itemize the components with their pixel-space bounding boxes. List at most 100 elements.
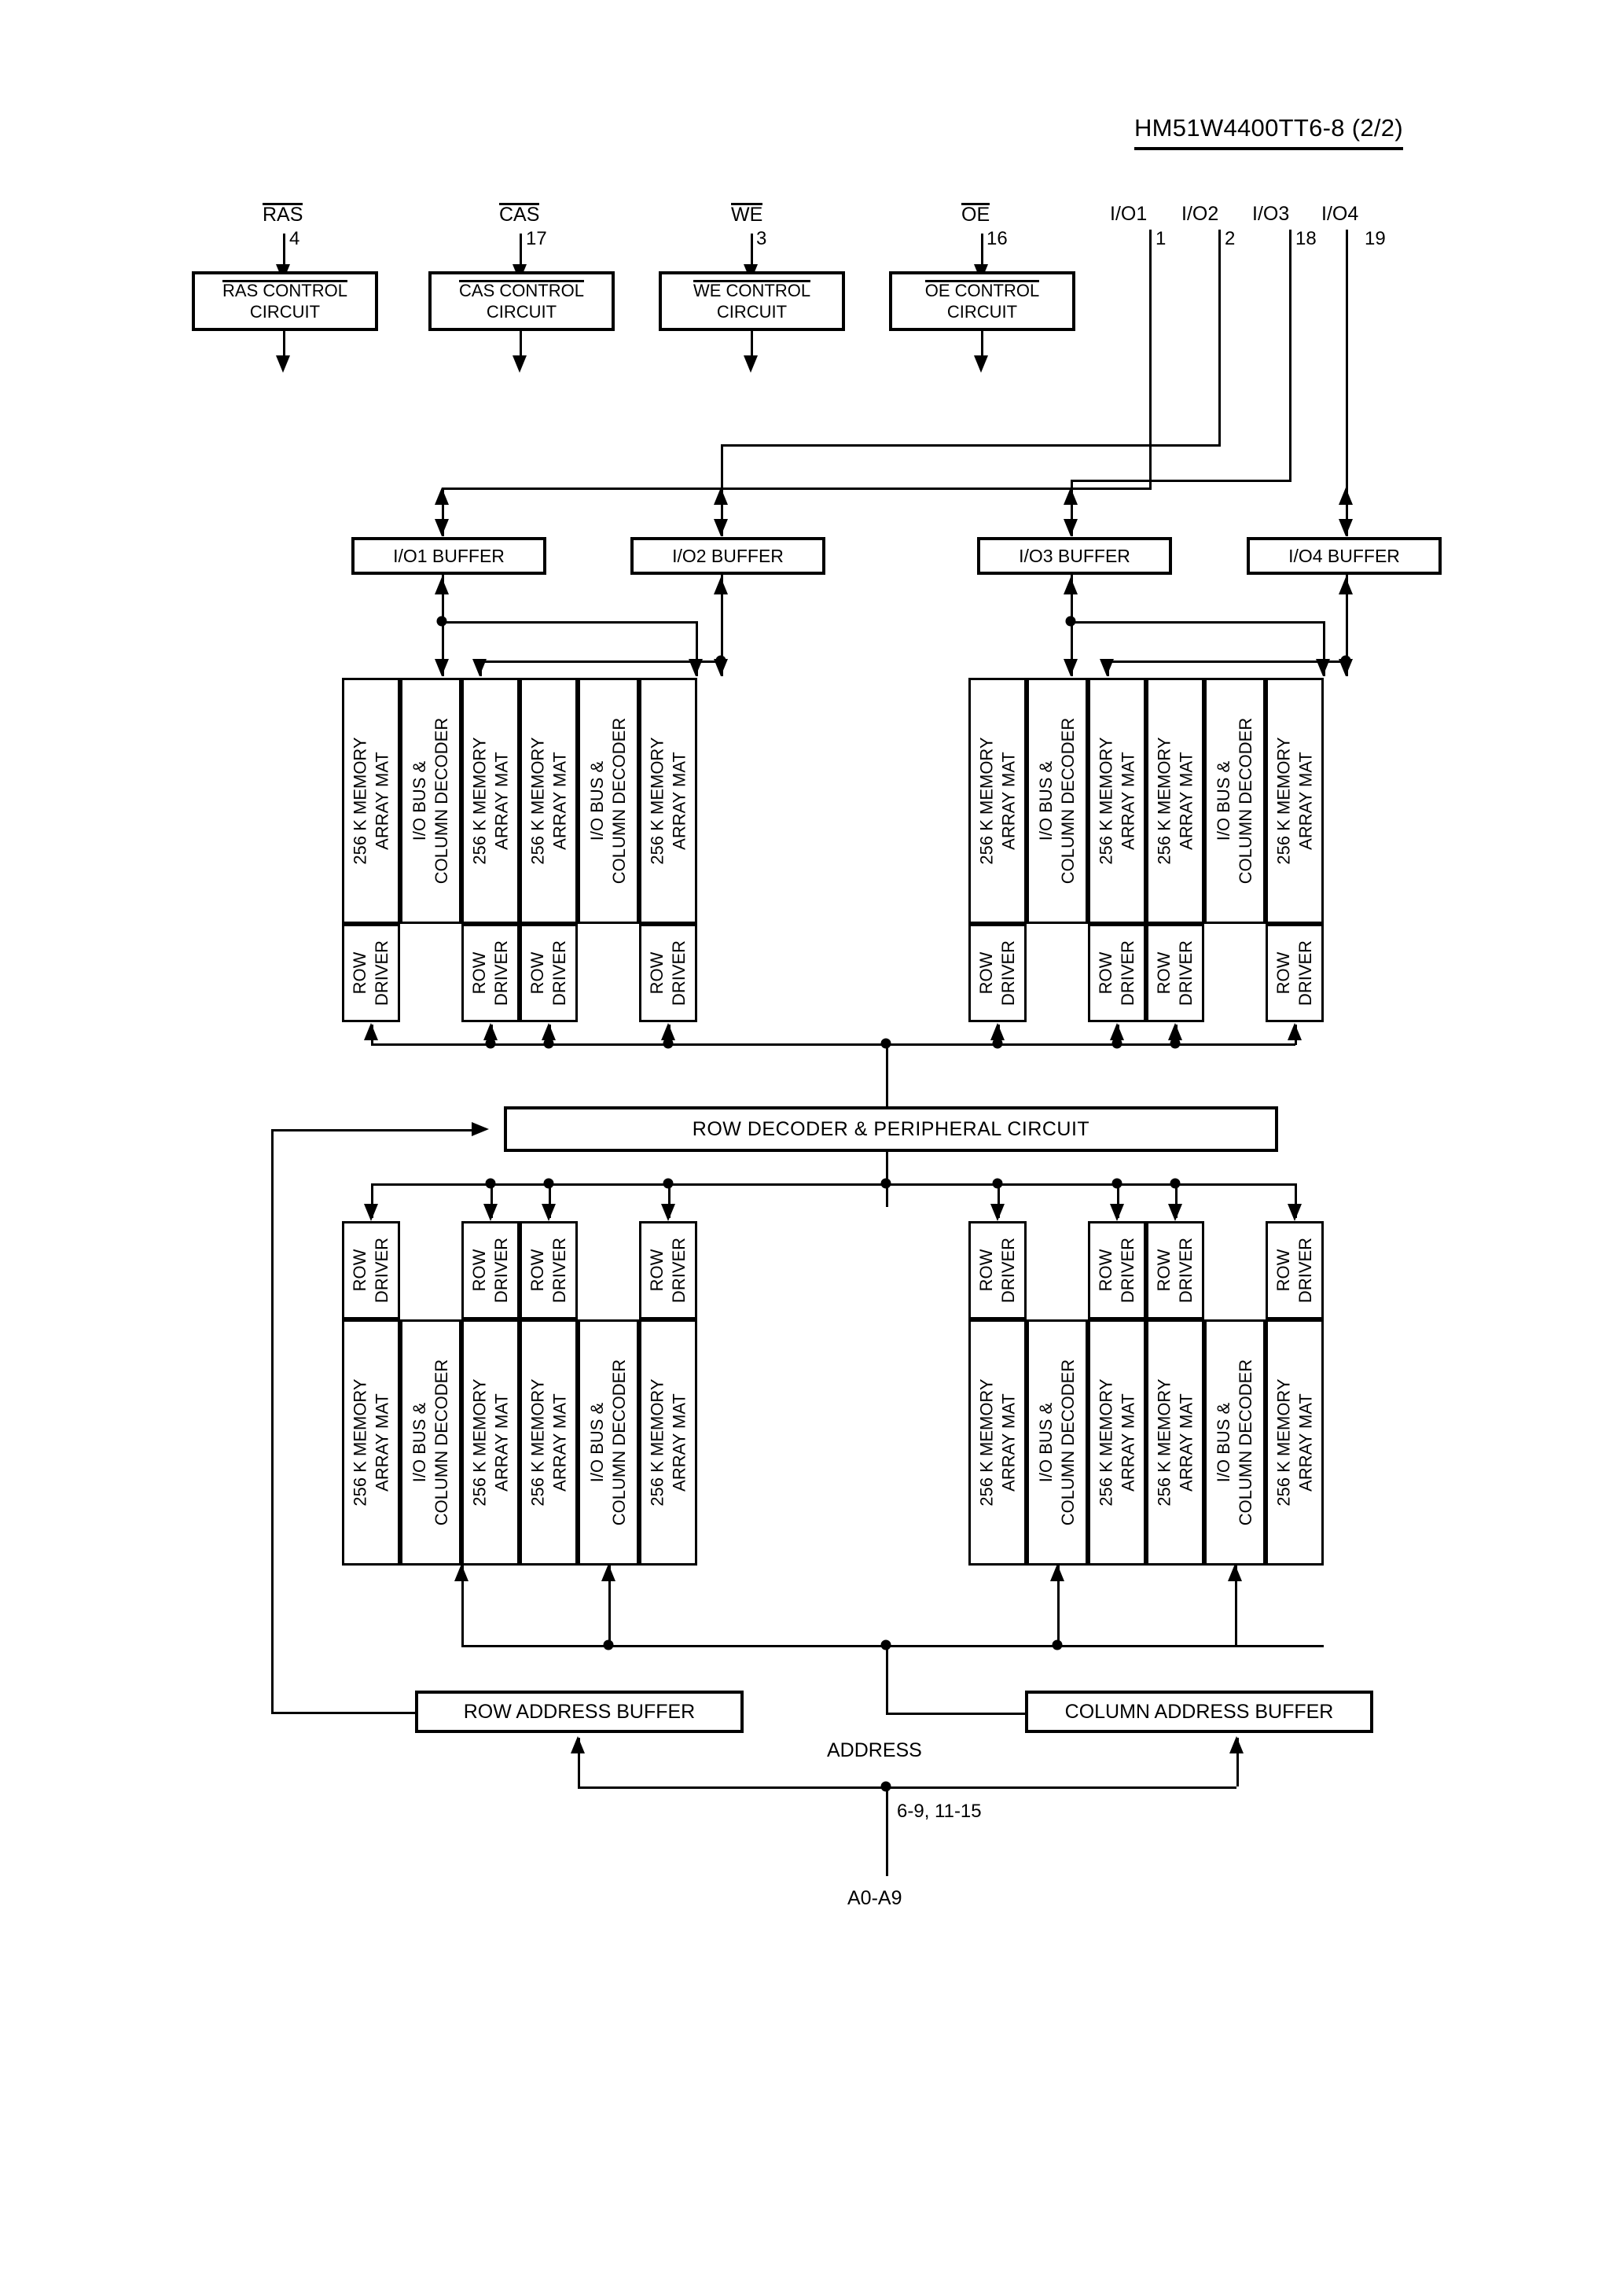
junction-rd-u3 xyxy=(543,1038,554,1049)
row-driver-bus-upper xyxy=(371,1043,1295,1046)
we-control-circuit-box: WE CONTROL CIRCUIT xyxy=(659,271,845,331)
junction-rd-l7 xyxy=(1170,1178,1181,1189)
pin-number-ras: 4 xyxy=(289,228,300,249)
arrowhead-io1-up xyxy=(435,488,449,505)
arrowhead-buf4-cross xyxy=(1100,659,1114,676)
io-bus-column-decoder: I/O BUS &COLUMN DECODER xyxy=(1027,1319,1088,1566)
arrowhead-io3-down xyxy=(1064,519,1078,536)
ras-control-circuit-box: RAS CONTROL CIRCUIT xyxy=(192,271,378,331)
junction-rd-u6 xyxy=(1111,1038,1122,1049)
junction-rd-u2 xyxy=(485,1038,496,1049)
arrowhead-cd-2 xyxy=(601,1564,615,1581)
address-signal-range: A0-A9 xyxy=(847,1887,902,1909)
pin-number-oe: 16 xyxy=(987,228,1008,249)
wire-buf2-col xyxy=(721,575,723,676)
wire-oe xyxy=(981,234,983,278)
junction-rowdec-bot xyxy=(880,1178,891,1189)
wire-buf3-cross xyxy=(1071,621,1324,624)
io-pin-label-1: I/O1 xyxy=(1110,203,1148,225)
wire-cd-2 xyxy=(608,1566,611,1645)
junction-rd-u4 xyxy=(663,1038,674,1049)
wire-we xyxy=(751,234,753,278)
io-bus-column-decoder: I/O BUS &COLUMN DECODER xyxy=(400,678,461,924)
arrowhead-rd-u3 xyxy=(542,1023,556,1040)
signal-label-oe: OE xyxy=(961,203,990,226)
oe-overline-text: OE CONTROL xyxy=(924,279,1040,300)
wire-rd-l3 xyxy=(549,1183,551,1218)
wire-we-out xyxy=(751,331,753,361)
arrowhead-buf1-cross xyxy=(689,659,703,676)
arrowhead-io2-down xyxy=(714,519,728,536)
wire-cd-stem xyxy=(886,1645,888,1713)
signal-label-we: WE xyxy=(731,203,763,226)
io-bus-column-decoder: I/O BUS &COLUMN DECODER xyxy=(578,1319,639,1566)
arrowhead-io4-down xyxy=(1339,519,1353,536)
junction-rd-l5 xyxy=(992,1178,1003,1189)
arrowhead-buf1-up xyxy=(435,577,449,594)
arrowhead-rd-l7 xyxy=(1168,1204,1182,1221)
oe-circuit-line2: CIRCUIT xyxy=(946,301,1018,322)
wire-cas-out xyxy=(520,331,522,361)
wire-buf3-cross-drop xyxy=(1323,621,1325,676)
wire-ras-out xyxy=(283,331,285,361)
arrowhead-io2-up xyxy=(714,488,728,505)
oe-control-circuit-box: OE CONTROL CIRCUIT xyxy=(889,271,1075,331)
wire-cd-1 xyxy=(461,1566,464,1645)
wire-io2-across xyxy=(721,444,1221,447)
wire-buf4-col xyxy=(1346,575,1348,676)
wire-io3-down xyxy=(1289,230,1291,480)
address-pin-numbers: 6-9, 11-15 xyxy=(897,1801,982,1822)
arrowhead-io4-up xyxy=(1339,488,1353,505)
arrowhead-io1-down xyxy=(435,519,449,536)
wire-buf1-cross xyxy=(442,621,698,624)
wire-rd-l4 xyxy=(668,1183,671,1218)
wire-rd-l2 xyxy=(491,1183,493,1218)
arrowhead-rowbuf-decoder xyxy=(472,1122,489,1136)
wire-rowbuf-left xyxy=(271,1712,417,1714)
page-title: HM51W4400TT6-8 (2/2) xyxy=(1134,114,1403,150)
address-bus-label: ADDRESS xyxy=(827,1739,922,1761)
arrowhead-rd-l6 xyxy=(1110,1204,1124,1221)
wire-cas xyxy=(520,234,522,278)
signal-label-ras: RAS xyxy=(263,203,303,226)
arrowhead-rd-l4 xyxy=(661,1204,675,1221)
arrowhead-rd-u2 xyxy=(483,1023,498,1040)
wire-rd-l5 xyxy=(998,1183,1000,1218)
junction-rowdec-top xyxy=(880,1038,891,1049)
wire-cd-3 xyxy=(1057,1566,1060,1645)
io-pin-number-4: 19 xyxy=(1365,228,1386,249)
junction-rd-l6 xyxy=(1111,1178,1122,1189)
row-driver-bus-lower xyxy=(371,1183,1295,1186)
arrowhead-io3-up xyxy=(1064,488,1078,505)
column-address-buffer-box: COLUMN ADDRESS BUFFER xyxy=(1025,1691,1373,1733)
wire-addr-to-colbuf xyxy=(1236,1738,1239,1786)
arrow-cas-out xyxy=(513,355,527,373)
junction-rd-l2 xyxy=(485,1178,496,1189)
arrowhead-rd-l1 xyxy=(364,1204,378,1221)
arrowhead-rd-u7 xyxy=(1168,1023,1182,1040)
wire-oe-out xyxy=(981,331,983,361)
cas-control-circuit-box: CAS CONTROL CIRCUIT xyxy=(428,271,615,331)
arrowhead-rd-u8 xyxy=(1288,1023,1302,1040)
arrowhead-buf2-cross xyxy=(472,659,487,676)
wire-io1-drop xyxy=(442,488,444,536)
arrowhead-cd-4 xyxy=(1228,1564,1242,1581)
wire-cd-to-colbuf xyxy=(886,1713,1025,1715)
arrowhead-cd-3 xyxy=(1050,1564,1064,1581)
